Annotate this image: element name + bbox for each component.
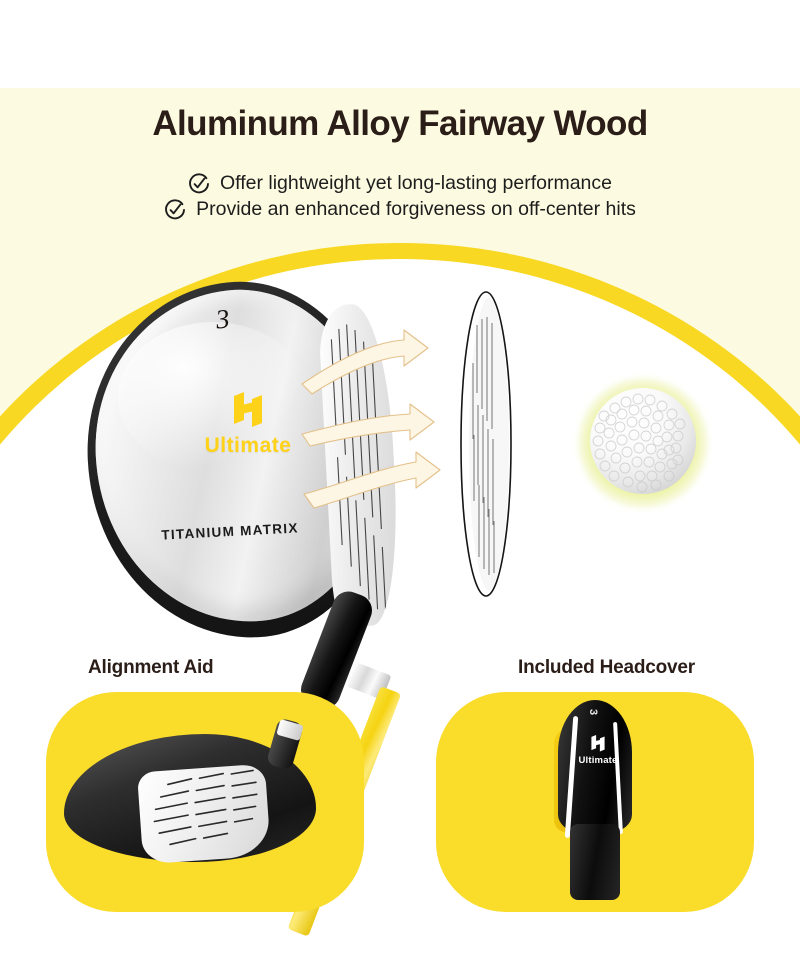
ultimate-h-logo-icon [234,392,262,427]
aid-face [136,763,272,865]
list-item: Provide an enhanced forgiveness on off-c… [164,198,636,221]
ball-body [590,388,696,494]
bottom-white-band [0,912,800,978]
golf-ball [578,378,708,508]
club-number: 3 [214,303,231,335]
alignment-aid-club [64,717,336,870]
feature-bullet-list: Offer lightweight yet long-lasting perfo… [0,172,800,221]
list-item: Offer lightweight yet long-lasting perfo… [188,172,612,195]
top-white-band [0,0,800,90]
page-title: Aluminum Alloy Fairway Wood [152,104,648,143]
list-item-label: Provide an enhanced forgiveness on off-c… [196,198,636,220]
headcover: 3 Ultimate [544,700,646,900]
brand-name: Ultimate [204,434,292,457]
callout-label-included-headcover: Included Headcover [518,657,695,678]
alignment-aid-panel [46,692,364,912]
aid-groove-lines [153,769,258,846]
check-circle-icon [165,198,186,219]
headcover-neck [570,824,620,900]
callout-label-alignment-aid: Alignment Aid [88,657,214,678]
check-circle-icon [189,172,209,193]
list-item-label: Offer lightweight yet long-lasting perfo… [219,172,612,194]
club-face-insert [455,289,517,599]
headcover-number: 3 [587,708,600,716]
headcover-branding: Ultimate [574,734,622,766]
impact-arrows [300,328,480,518]
ball-dimples [592,393,686,493]
included-headcover-panel: 3 Ultimate [436,692,754,912]
headcover-brand-name: Ultimate [578,755,618,766]
club-branding: Ultimate [183,390,313,458]
ultimate-h-logo-icon [591,735,605,752]
